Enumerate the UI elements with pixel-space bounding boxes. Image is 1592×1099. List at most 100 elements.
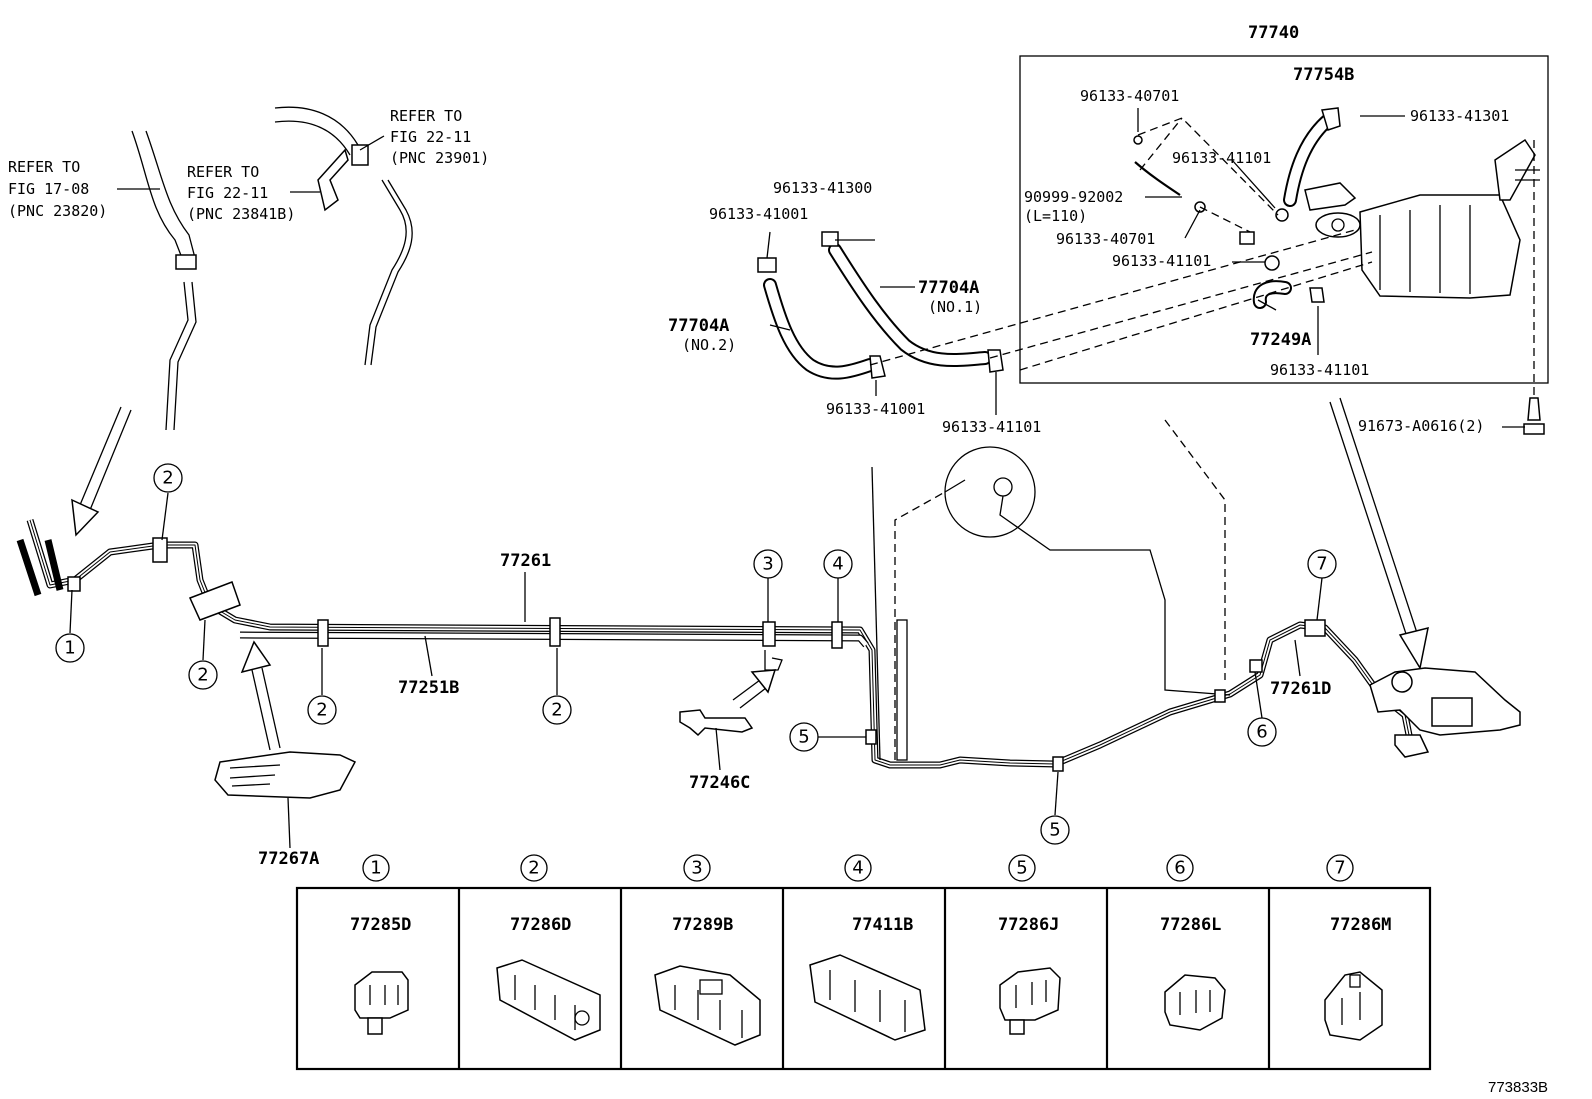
hose-77704A-no2 [757, 257, 886, 380]
detail-leader-lines [766, 108, 1535, 428]
callout-3: 3 [753, 549, 783, 579]
figure-id: 773833B [1488, 1079, 1548, 1096]
detail-hoses [1133, 107, 1545, 435]
ref2-line2: FIG 22-11 [187, 184, 268, 202]
clip-cell-2: 2 77286D [496, 854, 601, 1041]
svg-text:6: 6 [1256, 722, 1267, 743]
ref3-line3: (PNC 23901) [390, 149, 489, 167]
detail-box-77740 [1019, 55, 1549, 384]
clip-cell-6: 6 77286L [1160, 854, 1226, 1031]
label-96133-41101-d: 96133-41101 [942, 418, 1041, 436]
label-77754B: 77754B [1293, 65, 1354, 85]
arrow-lower-left [240, 640, 281, 751]
diagram-callouts: 1 2 2 2 2 3 4 5 5 6 7 [55, 463, 1337, 845]
svg-text:7: 7 [1334, 858, 1345, 879]
clip-part-77286L: 77286L [1160, 915, 1221, 935]
clip-part-77286D: 77286D [510, 915, 571, 935]
svg-text:1: 1 [370, 858, 381, 879]
label-77740: 77740 [1248, 23, 1299, 43]
clip-part-77411B: 77411B [852, 915, 913, 935]
label-90999-92002: 90999-92002 [1024, 188, 1123, 206]
clip-part-77286J: 77286J [998, 915, 1059, 935]
callout-2d: 2 [542, 695, 572, 725]
detail-canister [1304, 138, 1540, 299]
label-96133-41301: 96133-41301 [1410, 107, 1509, 125]
ref1-line1: REFER TO [8, 158, 80, 176]
label-77704A-no1-sub: (NO.1) [928, 298, 982, 316]
callout-2b: 2 [188, 660, 218, 690]
label-96133-40701-a: 96133-40701 [1080, 87, 1179, 105]
label-77261D: 77261D [1270, 679, 1331, 699]
label-90999-length: (L=110) [1024, 207, 1087, 225]
ref1-line3: (PNC 23820) [8, 202, 107, 220]
svg-text:5: 5 [1016, 858, 1027, 879]
callout-1: 1 [55, 633, 85, 663]
clip-table-cells: 1 77285D 2 77286D 3 77289B 4 77411B [350, 854, 1391, 1046]
arrow-bracket [732, 669, 777, 709]
label-96133-41300: 96133-41300 [773, 179, 872, 197]
svg-text:7: 7 [1316, 554, 1327, 575]
label-96133-41001-a: 96133-41001 [709, 205, 808, 223]
callout-7: 7 [1307, 549, 1337, 579]
label-96133-41001-b: 96133-41001 [826, 400, 925, 418]
callout-2c: 2 [307, 695, 337, 725]
clip-cell-7: 7 77286M [1324, 854, 1391, 1041]
clip-cell-3: 3 77289B [654, 854, 761, 1046]
ref2-line3: (PNC 23841B) [187, 205, 295, 223]
svg-text:3: 3 [691, 858, 702, 879]
svg-text:2: 2 [197, 665, 208, 686]
pipe-clips [67, 537, 1326, 772]
clip-part-77285D: 77285D [350, 915, 411, 935]
clip-cell-1: 1 77285D [350, 854, 411, 1035]
label-96133-40701-b: 96133-40701 [1056, 230, 1155, 248]
svg-text:4: 4 [852, 858, 863, 879]
svg-text:3: 3 [762, 554, 773, 575]
callout-5a: 5 [789, 722, 819, 752]
clip-table [295, 886, 1432, 1071]
label-77261: 77261 [500, 551, 551, 571]
ref1-line2: FIG 17-08 [8, 180, 89, 198]
main-leader-lines [69, 492, 1323, 849]
clip-cell-5: 5 77286J [998, 854, 1061, 1035]
canister-lower [1369, 667, 1521, 758]
label-77704A-no2: 77704A [668, 316, 729, 336]
ref2-line1: REFER TO [187, 163, 259, 181]
bracket-77246C [679, 709, 754, 737]
ref3-line2: FIG 22-11 [390, 128, 471, 146]
callout-4: 4 [823, 549, 853, 579]
svg-text:2: 2 [162, 468, 173, 489]
part-labels: 77740 77754B 96133-40701 96133-41301 961… [258, 23, 1509, 869]
label-77704A-no1: 77704A [918, 278, 979, 298]
callout-2a: 2 [153, 463, 183, 493]
arrow-right-canister [1329, 397, 1429, 671]
tank-outline [871, 419, 1231, 761]
ref3-line1: REFER TO [390, 107, 462, 125]
label-77246C: 77246C [689, 773, 750, 793]
label-77267A: 77267A [258, 849, 319, 869]
svg-text:5: 5 [1049, 820, 1060, 841]
clip-part-77289B: 77289B [672, 915, 733, 935]
arrow-upper-left [71, 406, 132, 537]
label-77251B: 77251B [398, 678, 459, 698]
label-91673-A0616: 91673-A0616(2) [1358, 417, 1484, 435]
ref-fuel-pipe-22-11 [274, 106, 413, 366]
callout-5b: 5 [1040, 815, 1070, 845]
svg-text:2: 2 [316, 700, 327, 721]
protector-77267A [214, 751, 357, 799]
svg-text:2: 2 [528, 858, 539, 879]
label-77704A-no2-sub: (NO.2) [682, 336, 736, 354]
callout-6: 6 [1247, 717, 1277, 747]
svg-text:6: 6 [1174, 858, 1185, 879]
label-96133-41101-b: 96133-41101 [1112, 252, 1211, 270]
reference-labels: REFER TO FIG 17-08 (PNC 23820) REFER TO … [8, 107, 489, 223]
hose-77704A-no1 [821, 231, 1004, 373]
svg-text:2: 2 [551, 700, 562, 721]
svg-text:1: 1 [64, 638, 75, 659]
clip-cell-4: 4 77411B [809, 854, 926, 1041]
label-96133-41101-a: 96133-41101 [1172, 149, 1271, 167]
svg-text:5: 5 [798, 727, 809, 748]
label-96133-41101-c: 96133-41101 [1270, 361, 1369, 379]
svg-text:4: 4 [832, 554, 843, 575]
